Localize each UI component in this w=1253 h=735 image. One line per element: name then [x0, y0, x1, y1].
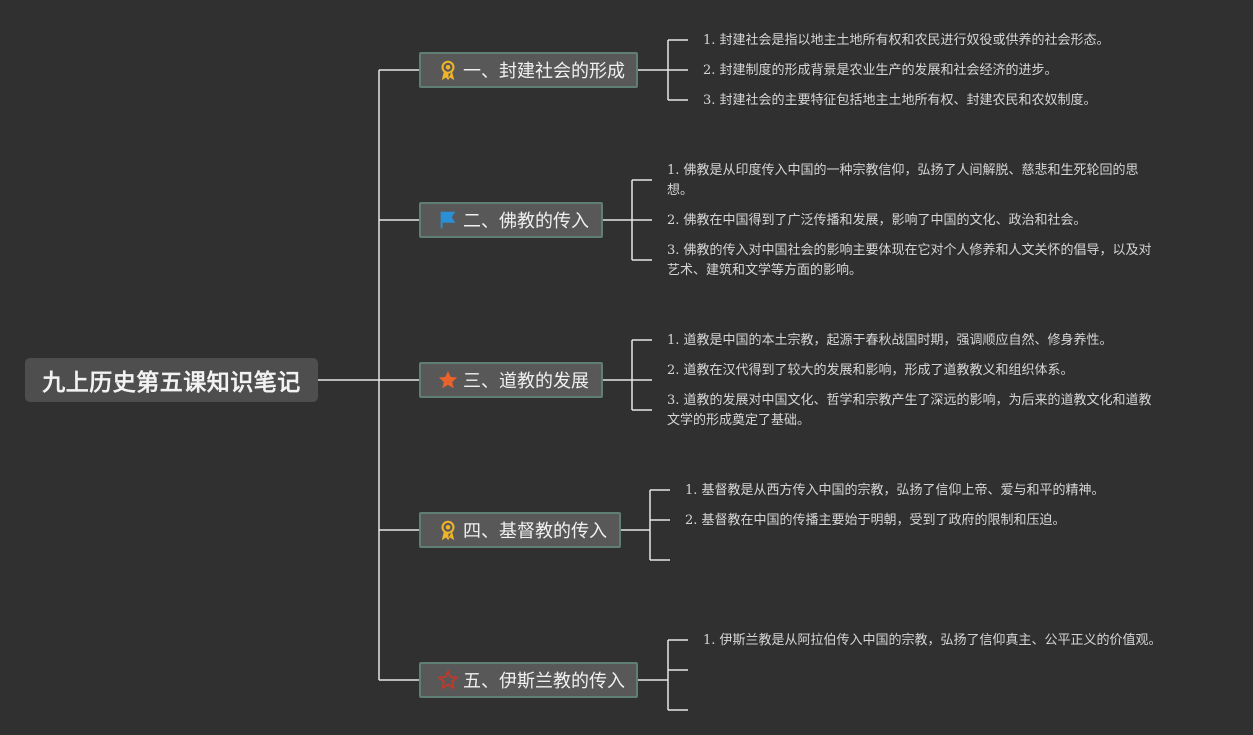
- branch-label: 二、佛教的传入: [463, 211, 589, 232]
- award-ribbon-icon: [437, 519, 459, 541]
- branch-topic-1[interactable]: 一、封建社会的形成: [419, 52, 638, 88]
- leaf-item: 2. 基督教在中国的传播主要始于明朝，受到了政府的限制和压迫。: [685, 513, 1066, 528]
- leaf-item: 1. 基督教是从西方传入中国的宗教，弘扬了信仰上帝、爱与和平的精神。: [685, 483, 1105, 498]
- star-outline-icon: [437, 669, 459, 691]
- branch-topic-5[interactable]: 五、伊斯兰教的传入: [419, 662, 638, 698]
- flag-icon: [437, 209, 459, 231]
- branch-topic-4[interactable]: 四、基督教的传入: [419, 512, 621, 548]
- branch-label: 四、基督教的传入: [463, 521, 607, 542]
- branch-label: 一、封建社会的形成: [463, 61, 625, 82]
- branch-topic-2[interactable]: 二、佛教的传入: [419, 202, 603, 238]
- leaf-item: 3. 佛教的传入对中国社会的影响主要体现在它对个人修养和人文关怀的倡导，以及对艺…: [667, 243, 1152, 278]
- root-topic[interactable]: 九上历史第五课知识笔记: [25, 358, 318, 402]
- branch-label: 三、道教的发展: [463, 371, 589, 392]
- leaf-item: 2. 道教在汉代得到了较大的发展和影响，形成了道教教义和组织体系。: [667, 363, 1074, 378]
- star-icon: [437, 369, 459, 391]
- leaf-item: 3. 道教的发展对中国文化、哲学和宗教产生了深远的影响，为后来的道教文化和道教文…: [667, 393, 1152, 428]
- leaf-item: 1. 道教是中国的本土宗教，起源于春秋战国时期，强调顺应自然、修身养性。: [667, 333, 1113, 348]
- branch-topic-3[interactable]: 三、道教的发展: [419, 362, 603, 398]
- leaf-item: 1. 佛教是从印度传入中国的一种宗教信仰，弘扬了人间解脱、慈悲和生死轮回的思想。: [667, 163, 1139, 198]
- leaf-item: 3. 封建社会的主要特征包括地主土地所有权、封建农民和农奴制度。: [703, 93, 1097, 108]
- leaf-item: 1. 封建社会是指以地主土地所有权和农民进行奴役或供养的社会形态。: [703, 33, 1110, 48]
- leaf-item: 2. 封建制度的形成背景是农业生产的发展和社会经济的进步。: [703, 63, 1058, 78]
- leaf-item: 1. 伊斯兰教是从阿拉伯传入中国的宗教，弘扬了信仰真主、公平正义的价值观。: [703, 633, 1162, 648]
- award-ribbon-icon: [437, 59, 459, 81]
- branch-label: 五、伊斯兰教的传入: [463, 671, 625, 692]
- leaf-item: 2. 佛教在中国得到了广泛传播和发展，影响了中国的文化、政治和社会。: [667, 213, 1087, 228]
